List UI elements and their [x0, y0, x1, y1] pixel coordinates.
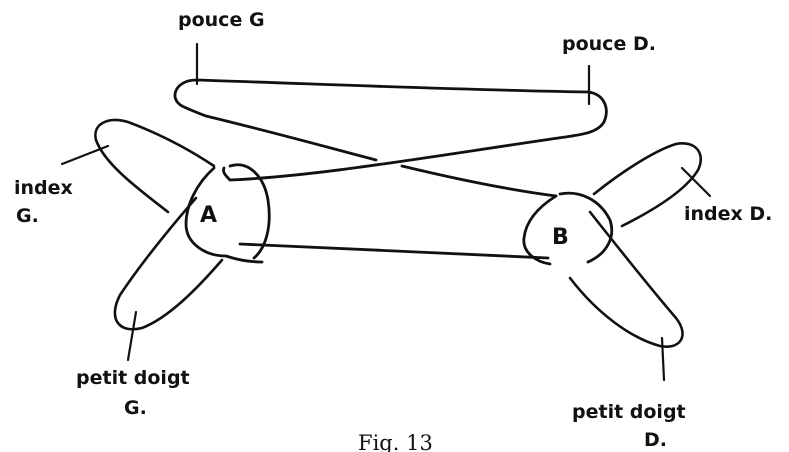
left-index-finger-outline — [94, 118, 216, 214]
label-index-right: index D. — [684, 203, 772, 225]
left-little-finger-outline — [113, 196, 224, 331]
right-index-finger-outline — [592, 142, 703, 228]
leader-index-left — [60, 144, 110, 166]
crossing-label-a: A — [200, 203, 217, 228]
loop-b-right-arc — [558, 191, 614, 264]
loop-b-left-arc — [522, 194, 558, 266]
label-index-left-line1: index — [14, 177, 73, 199]
loop-a-bottom — [224, 254, 264, 264]
right-little-finger-outline — [568, 210, 684, 348]
string-a-top-to-loop — [222, 166, 232, 182]
loop-a-left-arc — [184, 166, 228, 258]
string-a-to-thumb-right — [228, 134, 574, 182]
label-little-left-line2: G. — [124, 397, 147, 419]
label-thumb-right: pouce D. — [562, 33, 656, 55]
label-little-right-line1: petit doigt — [572, 401, 686, 423]
string-a-to-b-bottom — [238, 242, 550, 260]
label-little-left-line1: petit doigt — [76, 367, 190, 389]
string-x-to-b — [400, 164, 558, 198]
leader-index-right — [680, 166, 712, 198]
leader-little-right — [660, 336, 666, 382]
label-index-left-line2: G. — [16, 205, 39, 227]
thumb-loop — [173, 78, 608, 138]
label-thumb-left: pouce G — [178, 9, 265, 31]
crossing-label-b: B — [552, 225, 569, 250]
leader-little-left — [126, 310, 138, 362]
label-little-right-line2: D. — [644, 429, 667, 451]
string-thumb-left-to-b — [204, 114, 378, 162]
figure-caption: Fig. 13 — [358, 431, 433, 452]
